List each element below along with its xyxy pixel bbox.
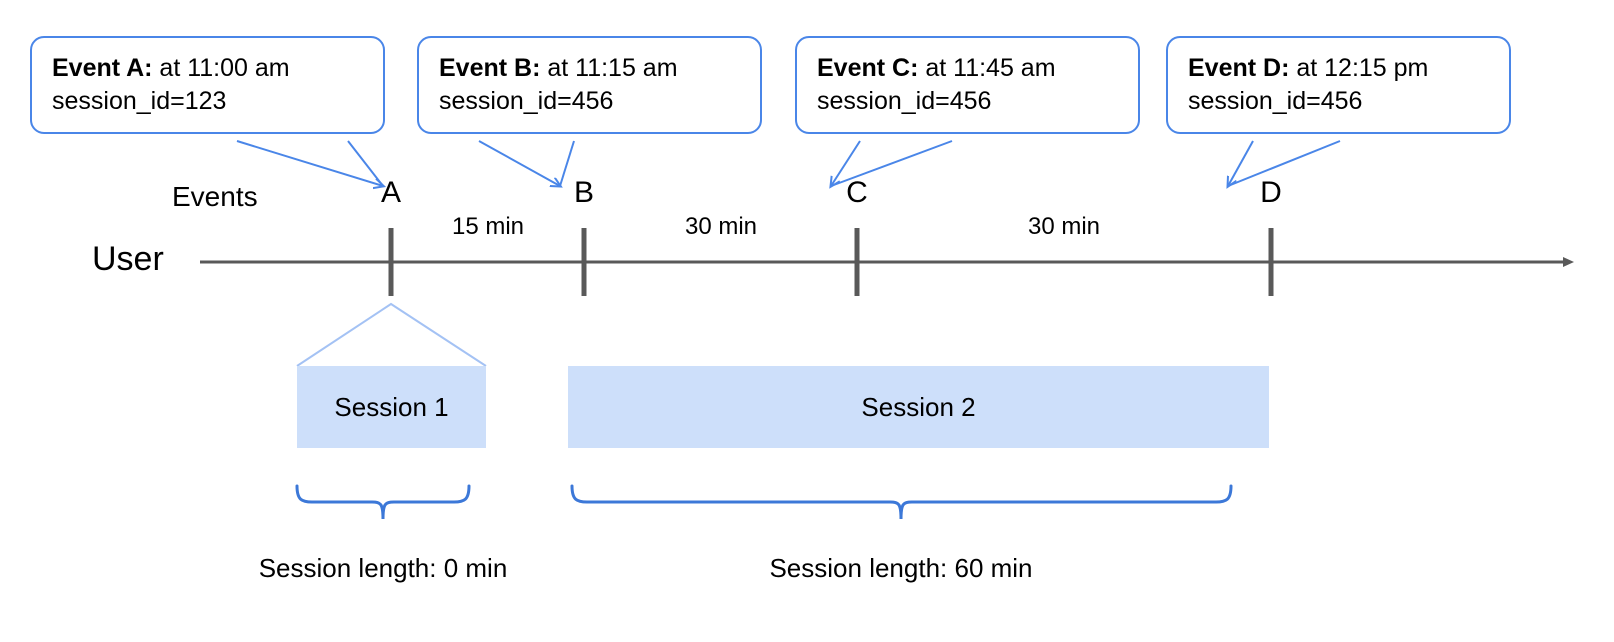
callout-pointer-d2 [1227, 140, 1341, 187]
event-letter-c: C [846, 176, 868, 209]
callout-event-c[interactable]: Event C: at 11:45 am session_id=456 [795, 36, 1140, 134]
callout-event-d-session-id: session_id=456 [1188, 87, 1363, 115]
session-2-length-caption: Session length: 60 min [769, 553, 1033, 583]
callout-pointer-a2 [347, 140, 384, 187]
callout-event-b-name: Event B: [439, 54, 541, 82]
event-letter-b: B [573, 176, 594, 209]
session1-funnel [296, 302, 487, 367]
callout-event-d[interactable]: Event D: at 12:15 pm session_id=456 [1166, 36, 1511, 134]
session-bar-1[interactable]: Session 1 [297, 366, 486, 448]
row-label-events: Events [172, 181, 258, 212]
row-label-user: User [92, 240, 164, 278]
callout-event-c-name: Event C: [817, 54, 919, 82]
callout-event-b[interactable]: Event B: at 11:15 am session_id=456 [417, 36, 762, 134]
callout-event-d-name: Event D: [1188, 54, 1290, 82]
callout-pointer-b [478, 140, 560, 186]
session-bar-2[interactable]: Session 2 [568, 366, 1269, 448]
callout-event-a-name: Event A: [52, 54, 153, 82]
callout-event-d-time: at 12:15 pm [1289, 54, 1429, 82]
session1-brace [295, 484, 471, 520]
callout-pointer-a [236, 140, 383, 186]
callout-pointer-c2 [830, 140, 953, 187]
session-bar-1-label: Session 1 [334, 391, 449, 422]
event-letter-a: A [380, 176, 401, 209]
callout-event-c-time: at 11:45 am [918, 54, 1056, 82]
callout-event-b-time: at 11:15 am [540, 54, 678, 82]
callout-pointer-b2 [559, 140, 575, 187]
callout-event-a-session-id: session_id=123 [52, 87, 227, 115]
session-bar-2-label: Session 2 [861, 391, 976, 422]
gap-label-b-c: 30 min [684, 213, 758, 240]
callout-event-b-session-id: session_id=456 [439, 87, 614, 115]
gap-label-c-d: 30 min [1027, 213, 1101, 240]
callout-event-c-session-id: session_id=456 [817, 87, 992, 115]
callout-pointer-c [831, 140, 861, 186]
callout-event-a-time: at 11:00 am [152, 54, 290, 82]
callout-event-a[interactable]: Event A: at 11:00 am session_id=123 [30, 36, 385, 134]
session2-brace [570, 484, 1233, 520]
session-1-length-caption: Session length: 0 min [258, 553, 508, 583]
callout-pointer-d [1228, 140, 1254, 186]
event-letter-d: D [1260, 176, 1282, 209]
gap-label-a-b: 15 min [451, 213, 525, 240]
